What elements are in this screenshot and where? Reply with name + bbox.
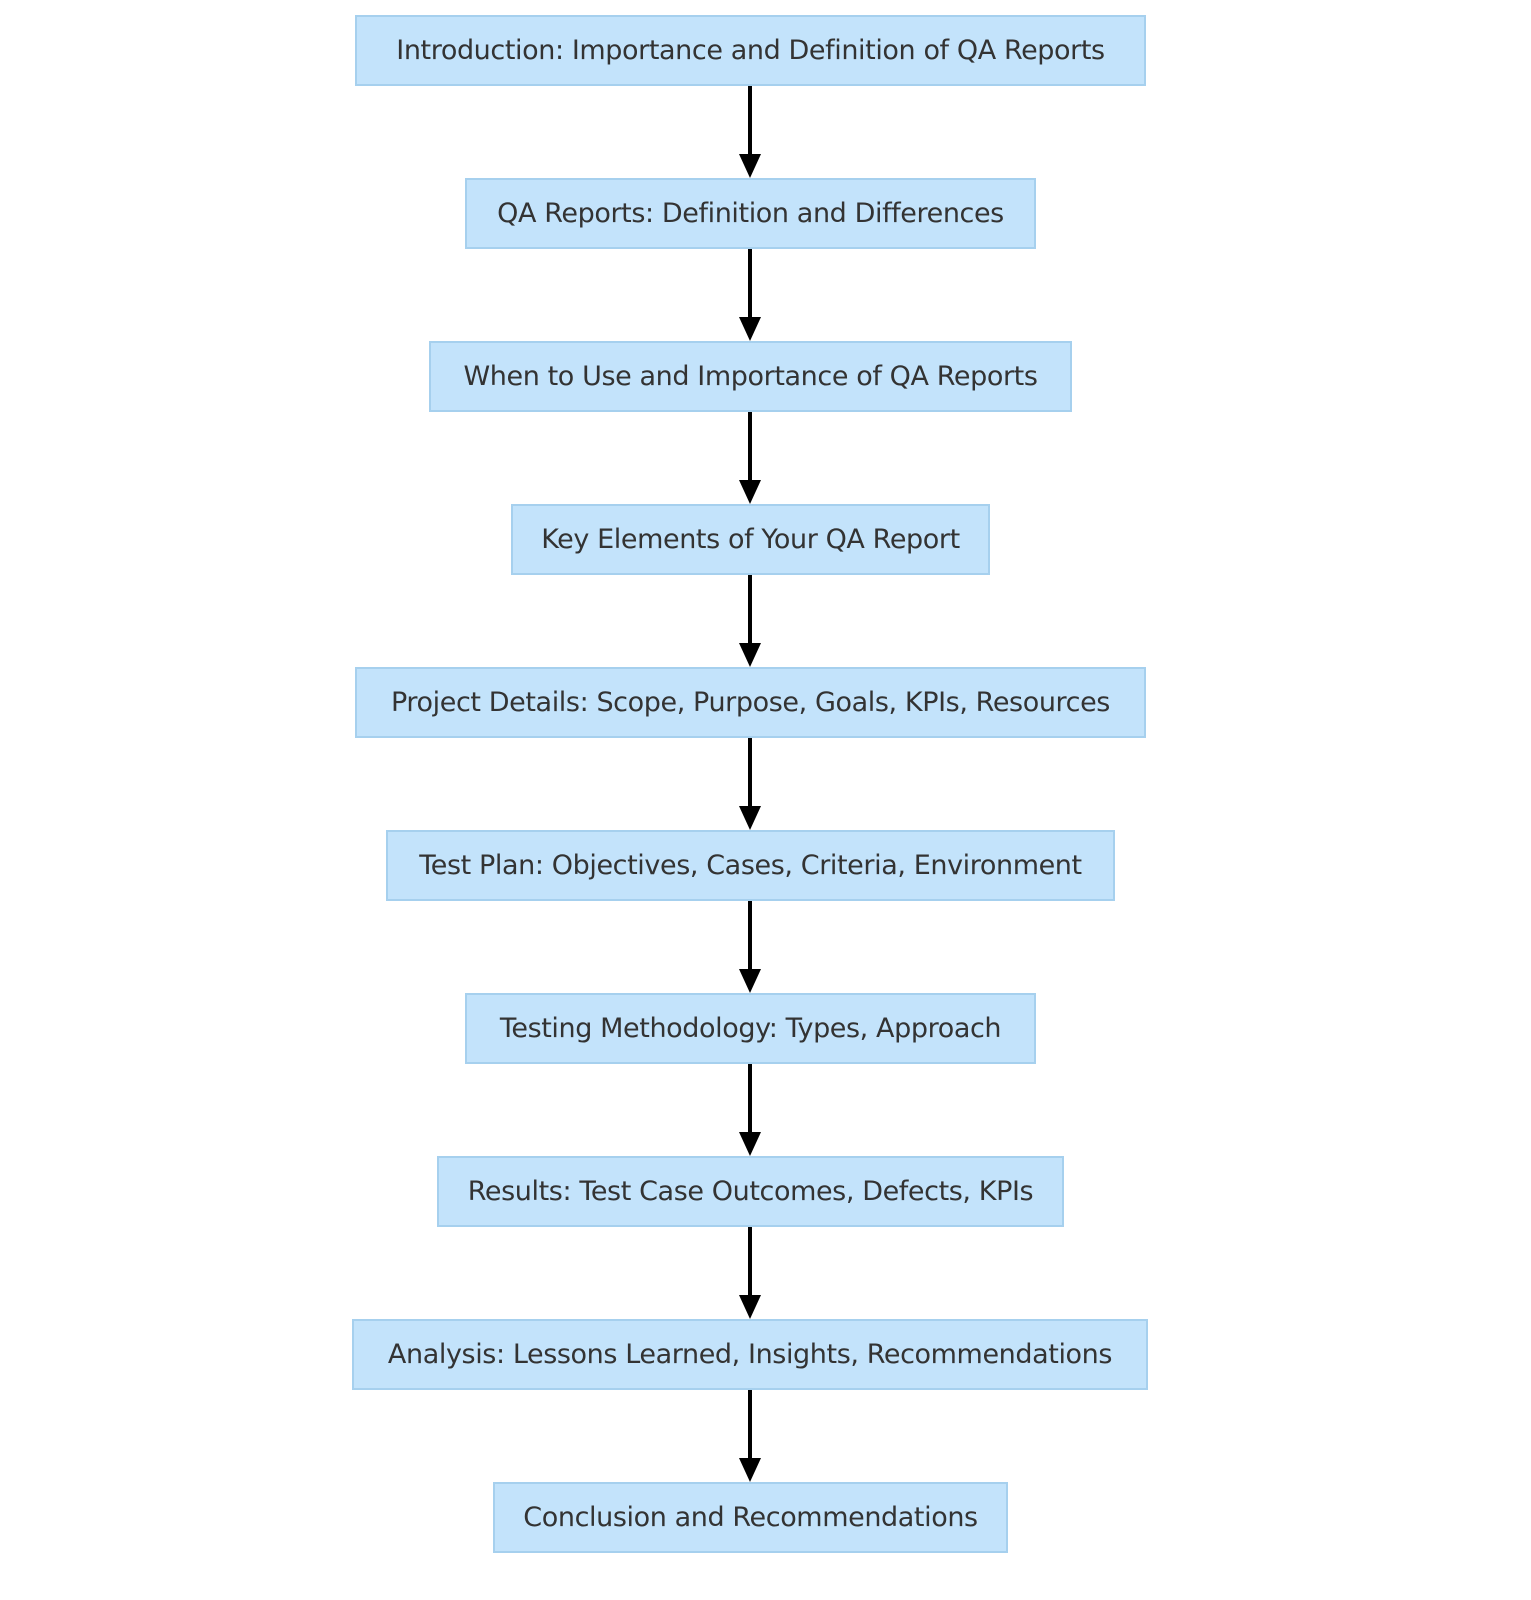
arrow-down-icon xyxy=(739,480,761,504)
node-label: Introduction: Importance and Definition … xyxy=(396,35,1105,66)
node-key-elements: Key Elements of Your QA Report xyxy=(511,504,990,575)
edge-line xyxy=(748,1227,752,1297)
node-label: Testing Methodology: Types, Approach xyxy=(499,1013,1002,1044)
node-label: Conclusion and Recommendations xyxy=(523,1502,978,1533)
arrow-down-icon xyxy=(739,1132,761,1156)
arrow-down-icon xyxy=(739,1458,761,1482)
node-introduction: Introduction: Importance and Definition … xyxy=(355,15,1146,86)
edge-line xyxy=(748,901,752,971)
arrow-down-icon xyxy=(739,806,761,830)
node-results: Results: Test Case Outcomes, Defects, KP… xyxy=(437,1156,1064,1227)
node-analysis: Analysis: Lessons Learned, Insights, Rec… xyxy=(352,1319,1148,1390)
node-label: Test Plan: Objectives, Cases, Criteria, … xyxy=(419,850,1082,881)
node-label: Key Elements of Your QA Report xyxy=(541,524,960,555)
arrow-down-icon xyxy=(739,317,761,341)
node-project-details: Project Details: Scope, Purpose, Goals, … xyxy=(355,667,1146,738)
node-test-plan: Test Plan: Objectives, Cases, Criteria, … xyxy=(386,830,1115,901)
node-when-to-use: When to Use and Importance of QA Reports xyxy=(429,341,1072,412)
arrow-down-icon xyxy=(739,1295,761,1319)
arrow-down-icon xyxy=(739,969,761,993)
arrow-down-icon xyxy=(739,154,761,178)
node-label: When to Use and Importance of QA Reports xyxy=(463,361,1038,392)
node-label: QA Reports: Definition and Differences xyxy=(497,198,1004,229)
node-conclusion: Conclusion and Recommendations xyxy=(493,1482,1008,1553)
node-label: Results: Test Case Outcomes, Defects, KP… xyxy=(467,1176,1034,1207)
edge-line xyxy=(748,738,752,808)
edge-line xyxy=(748,1390,752,1460)
arrow-down-icon xyxy=(739,643,761,667)
node-label: Analysis: Lessons Learned, Insights, Rec… xyxy=(387,1339,1113,1370)
node-label: Project Details: Scope, Purpose, Goals, … xyxy=(391,687,1110,718)
node-testing-methodology: Testing Methodology: Types, Approach xyxy=(465,993,1036,1064)
edge-line xyxy=(748,86,752,156)
node-qa-reports-definition: QA Reports: Definition and Differences xyxy=(465,178,1036,249)
edge-line xyxy=(748,1064,752,1134)
edge-line xyxy=(748,249,752,319)
edge-line xyxy=(748,412,752,482)
edge-line xyxy=(748,575,752,645)
